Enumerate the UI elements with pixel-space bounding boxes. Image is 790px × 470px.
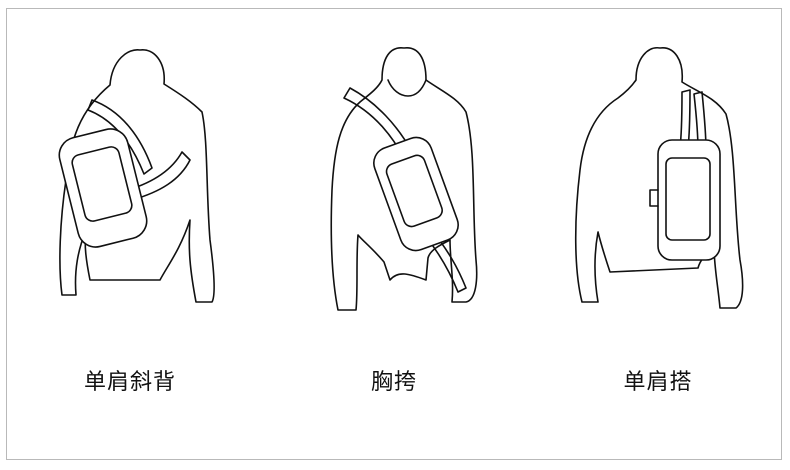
illustration-crossbody <box>40 40 290 330</box>
caption-chest: 胸挎 <box>370 370 417 395</box>
mannequin-chest-drawing <box>330 47 478 311</box>
caption-shoulder: 单肩搭 <box>623 370 693 395</box>
illustration-chest <box>280 40 530 330</box>
mannequin-shoulder-drawing <box>574 47 744 309</box>
caption-crossbody: 单肩斜背 <box>83 370 176 395</box>
illustration-shoulder <box>540 40 790 330</box>
mannequin-crossbody-drawing <box>58 49 215 303</box>
figure-frame <box>6 8 782 460</box>
